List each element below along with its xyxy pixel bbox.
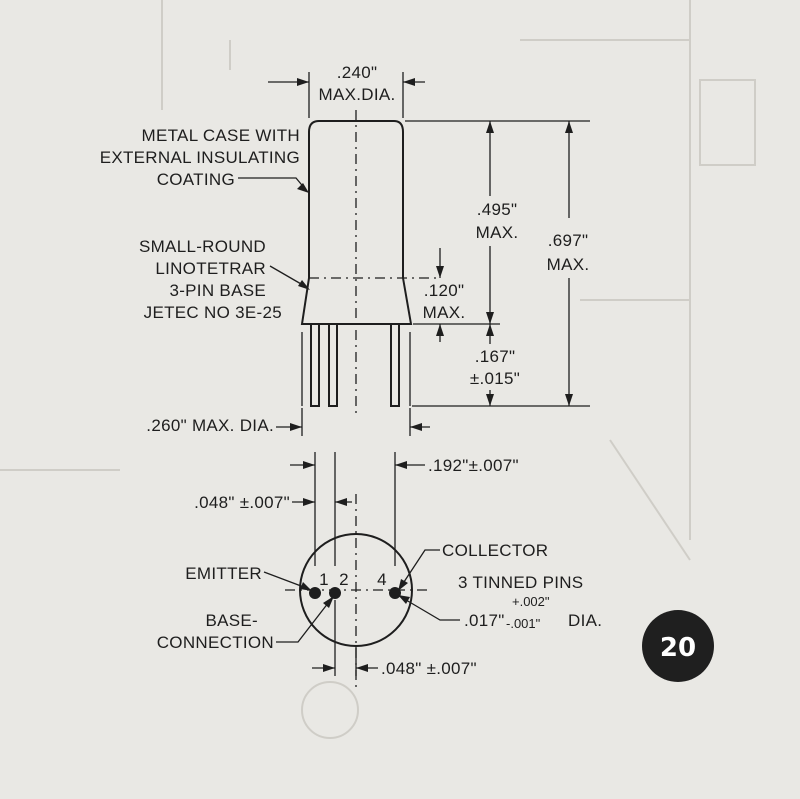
side-pins [301, 323, 411, 407]
pin-spacing-192-label: .192"±.007" [428, 456, 519, 475]
case-label-line2: EXTERNAL INSULATING [100, 148, 300, 167]
bleed-through-marks [0, 0, 756, 739]
pin-spacing-192-dimension: .192"±.007" [290, 456, 519, 475]
page-number: 20 [660, 633, 696, 663]
base-label-line2: LINOTETRAR [155, 259, 266, 278]
pin-dia-minus-tol: -.001" [506, 616, 541, 631]
height-120-value: .120" [424, 281, 465, 300]
emitter-callout: EMITTER [185, 564, 312, 591]
height-120-note: MAX. [423, 303, 466, 322]
case-label-line1: METAL CASE WITH [142, 126, 300, 145]
base-pin [329, 587, 341, 599]
top-diameter-note: MAX.DIA. [318, 85, 395, 104]
bottom-pins: 1 2 4 [309, 570, 401, 599]
pin-diameter-callout: 3 TINNED PINS +.002" .017" -.001" DIA. [398, 573, 602, 631]
base-connection-callout: BASE- CONNECTION [157, 596, 334, 652]
collector-callout: COLLECTOR [398, 541, 548, 591]
base-label-line3: 3-PIN BASE [169, 281, 266, 300]
pin-dia-value: .017" [464, 611, 505, 630]
base-label-line1: SMALL-ROUND [139, 237, 266, 256]
pin-offset-bottom-dimension: .048" ±.007" [312, 600, 477, 678]
page-number-badge: 20 [642, 610, 714, 682]
top-diameter-value: .240" [337, 63, 378, 82]
pin-number-4: 4 [377, 570, 387, 589]
height-697-note: MAX. [547, 255, 590, 274]
height-167-tolerance: ±.015" [470, 369, 520, 388]
pin-number-2: 2 [339, 570, 349, 589]
height-167-dimension: .167" ±.015" [470, 324, 520, 406]
height-167-value: .167" [475, 347, 516, 366]
height-120-dimension: .120" MAX. [423, 248, 466, 342]
base-callout: SMALL-ROUND LINOTETRAR 3-PIN BASE JETEC … [139, 237, 310, 322]
case-outline [308, 120, 404, 278]
base-diameter-label: .260" MAX. DIA. [146, 416, 274, 435]
height-495-value: .495" [477, 200, 518, 219]
base-connection-line2: CONNECTION [157, 633, 274, 652]
height-697-dimension: .697" MAX. [547, 121, 590, 406]
side-view: .240" MAX.DIA. .495" MAX. .697" MAX. [100, 63, 590, 436]
height-697-value: .697" [548, 231, 589, 250]
pin-offset-top-dimension: .048" ±.007" [194, 493, 352, 512]
emitter-label: EMITTER [185, 564, 262, 583]
collector-pin [389, 587, 401, 599]
height-495-note: MAX. [476, 223, 519, 242]
tinned-pins-label: 3 TINNED PINS [458, 573, 583, 592]
emitter-pin [309, 587, 321, 599]
pin-dia-note: DIA. [568, 611, 602, 630]
collector-label: COLLECTOR [442, 541, 548, 560]
case-callout: METAL CASE WITH EXTERNAL INSULATING COAT… [100, 126, 309, 193]
base-label-line4: JETEC NO 3E-25 [144, 303, 282, 322]
pin-number-1: 1 [319, 570, 329, 589]
pin-offset-bottom-label: .048" ±.007" [381, 659, 477, 678]
height-495-dimension: .495" MAX. [476, 121, 519, 324]
top-diameter-dimension: .240" MAX.DIA. [268, 63, 425, 118]
base-connection-line1: BASE- [205, 611, 258, 630]
pin-dia-plus-tol: +.002" [512, 594, 550, 609]
pin-offset-top-label: .048" ±.007" [194, 493, 290, 512]
bottom-view: .192"±.007" .048" ±.007" 1 2 4 EMITTER [157, 452, 602, 690]
case-label-line3: COATING [157, 170, 235, 189]
base-diameter-dimension: .260" MAX. DIA. [146, 408, 430, 436]
